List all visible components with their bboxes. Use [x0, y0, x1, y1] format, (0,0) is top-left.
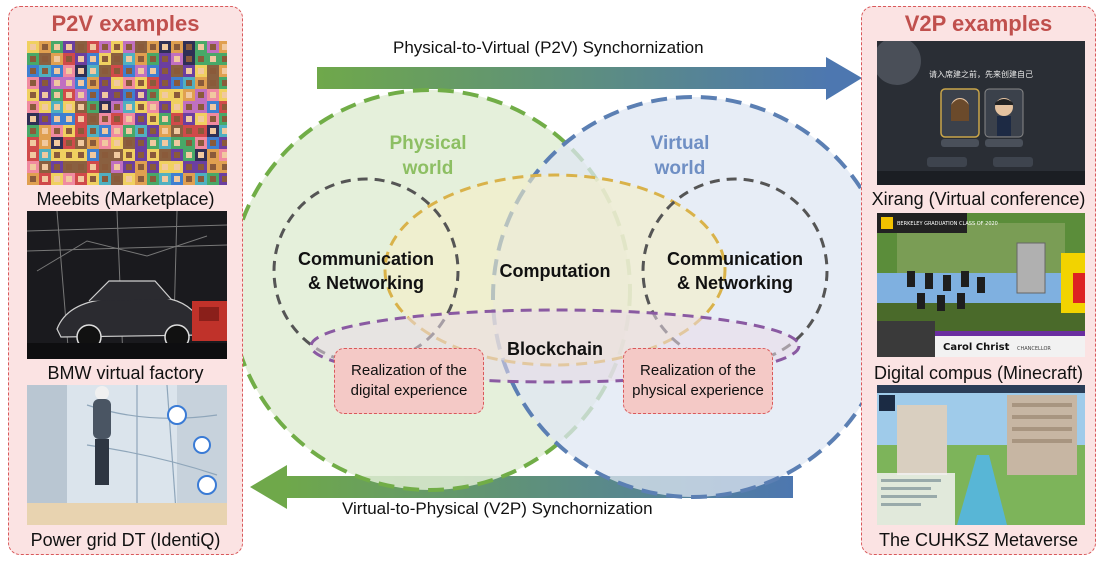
realization-digital-box: Realization of the digital experience	[334, 348, 484, 414]
minecraft-thumbnail: BERKELEY GRADUATION CLASS OF 2020 Carol …	[877, 213, 1085, 357]
v2p-examples-panel: V2P examples 请入席建之前，先来创建自己 Xirang (Virtu…	[861, 6, 1096, 555]
bmw-caption: BMW virtual factory	[47, 363, 204, 383]
meebits-caption: Meebits (Marketplace)	[36, 189, 215, 209]
minecraft-sign-text: BERKELEY GRADUATION CLASS OF 2020	[897, 221, 998, 227]
v2p-panel-title: V2P examples	[904, 11, 1053, 36]
p2v-sync-label: Physical-to-Virtual (P2V) Synchornizatio…	[393, 38, 704, 57]
cuhksz-caption: The CUHKSZ Metaverse	[878, 530, 1079, 550]
v2p-sync-label: Virtual-to-Physical (V2P) Synchornizatio…	[342, 499, 653, 518]
power-grid-caption: Power grid DT (IdentiQ)	[30, 530, 221, 550]
xirang-prompt-text: 请入席建之前，先来创建自己	[929, 69, 1033, 79]
meebits-thumbnail	[27, 41, 227, 185]
physical-world-label: Physical world	[389, 133, 467, 179]
blockchain-label: Blockchain	[506, 339, 604, 359]
power-grid-thumbnail	[27, 385, 227, 525]
communication-left-label: Communication & Networking	[297, 249, 434, 293]
bmw-factory-thumbnail	[27, 211, 227, 359]
xirang-caption: Xirang (Virtual conference)	[871, 189, 1086, 209]
virtual-world-label: Virtual world	[650, 133, 710, 179]
computation-label: Computation	[499, 261, 611, 281]
p2v-arrow	[317, 57, 862, 100]
minecraft-name-text: Carol Christ	[943, 342, 1010, 353]
minecraft-caption: Digital compus (Minecraft)	[873, 363, 1084, 383]
p2v-examples-panel: P2V examples Meebits (Marketplace) BMW v…	[8, 6, 243, 555]
communication-right-label: Communication & Networking	[666, 249, 803, 293]
minecraft-role-text: CHANCELLOR	[1017, 346, 1051, 352]
p2v-panel-title: P2V examples	[51, 11, 200, 36]
xirang-thumbnail: 请入席建之前，先来创建自己	[877, 41, 1085, 185]
realization-physical-box: Realization of the physical experience	[623, 348, 773, 414]
cuhksz-metaverse-thumbnail	[877, 385, 1085, 525]
